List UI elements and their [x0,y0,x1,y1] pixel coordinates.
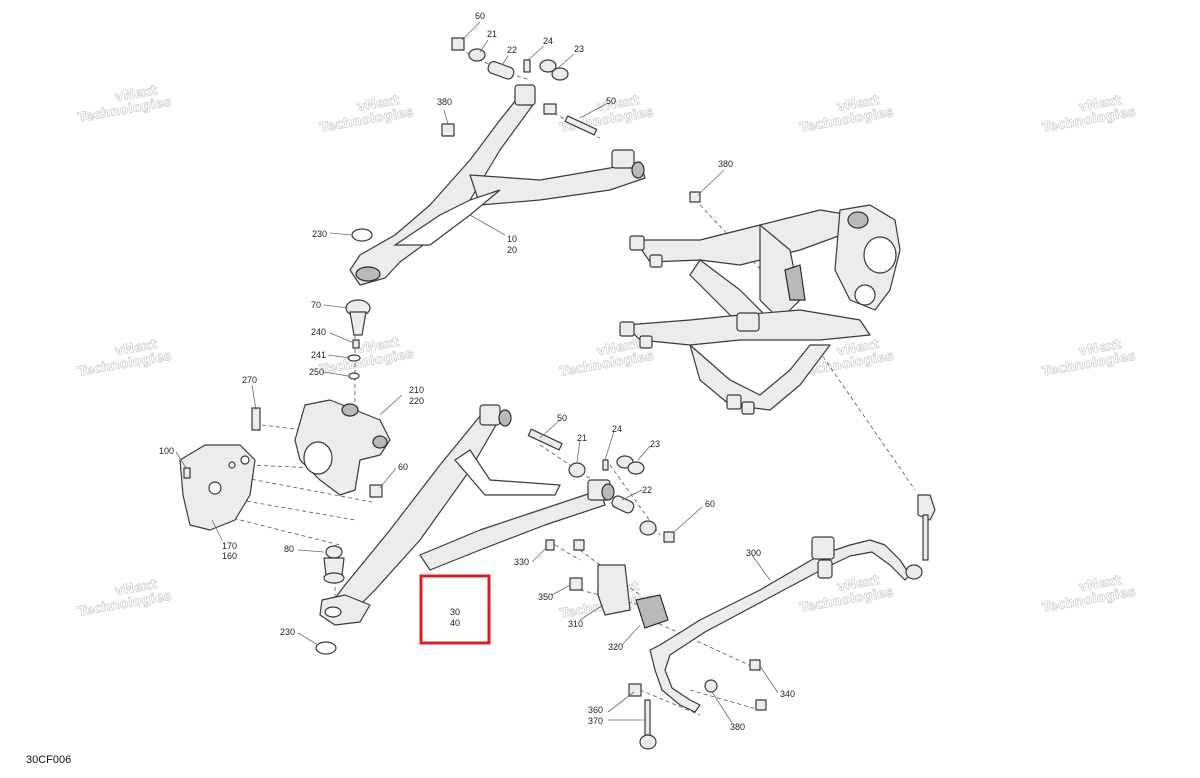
callout-30: 30 [450,607,460,617]
callout-160[interactable]: 160 [222,551,237,561]
callout-22[interactable]: 22 [507,45,517,55]
sleeve-22-mid[interactable] [610,494,635,514]
nut-60[interactable] [451,37,465,51]
bolt-330[interactable] [545,539,555,551]
bushing-60-low[interactable] [639,520,657,536]
watermark: vNext Technologies [318,93,415,137]
callout-40: 40 [450,618,460,628]
sleeve-22[interactable] [487,60,516,80]
callout-220[interactable]: 220 [409,396,424,406]
grease-fitting-24[interactable] [523,59,531,73]
bushing-320[interactable] [635,594,669,629]
washer-23b[interactable] [551,67,569,81]
callout-350[interactable]: 350 [538,592,553,602]
callout-22[interactable]: 22 [642,485,652,495]
bushing-mid[interactable] [543,103,557,115]
nut-60-low[interactable] [663,531,675,543]
nut-380-bot[interactable] [704,679,718,693]
upper-hardware [351,37,598,242]
callout-360[interactable]: 360 [588,705,603,715]
watermark: vNext Technologies [798,573,895,617]
bolt-360[interactable] [628,683,642,697]
callout-230[interactable]: 230 [280,627,295,637]
bushing-21-mid[interactable] [568,462,586,478]
callout-380[interactable]: 380 [718,159,733,169]
callout-100[interactable]: 100 [159,446,174,456]
highlighted-callout-box[interactable]: 30 40 [419,574,491,645]
nut-380-right[interactable] [689,191,701,203]
stabilizer-bar[interactable] [649,494,936,713]
callout-60[interactable]: 60 [398,462,408,472]
callout-300[interactable]: 300 [746,548,761,558]
leader-lines [175,21,779,724]
callout-270[interactable]: 270 [242,375,257,385]
link-370[interactable] [644,699,651,736]
callout-330[interactable]: 330 [514,557,529,567]
nut-380[interactable] [441,123,455,137]
screw-100[interactable] [183,467,191,479]
callout-380[interactable]: 380 [730,722,745,732]
brake-shield[interactable] [179,444,256,531]
bolt-340b[interactable] [755,699,767,711]
circlip-230-top[interactable] [351,228,373,242]
watermark: vNext Technologies [1040,93,1137,137]
callout-80[interactable]: 80 [284,544,294,554]
callout-21[interactable]: 21 [487,29,497,39]
callout-240[interactable]: 240 [311,327,326,337]
nut-60-mid[interactable] [369,484,383,498]
callout-24[interactable]: 24 [612,424,622,434]
callout-24[interactable]: 24 [543,36,553,46]
upper-a-arm[interactable] [349,84,646,286]
callout-23[interactable]: 23 [574,44,584,54]
callout-210[interactable]: 210 [409,385,424,395]
bracket-310[interactable] [597,564,631,616]
callout-60[interactable]: 60 [705,499,715,509]
callout-310[interactable]: 310 [568,619,583,629]
diagram-code: 30CF006 [26,754,71,766]
callout-60[interactable]: 60 [475,11,485,21]
callout-170[interactable]: 170 [222,541,237,551]
callout-20[interactable]: 20 [507,245,517,255]
callout-23[interactable]: 23 [650,439,660,449]
bolt-50-mid[interactable] [527,428,563,451]
rear-frame-assembly[interactable] [619,191,901,415]
bushing-21[interactable] [468,48,486,62]
stabilizer-mount [545,539,767,750]
bushing-clamp-right[interactable] [811,536,835,560]
lower-ball-joint[interactable] [323,545,345,584]
watermark: vNext Technologies [798,93,895,137]
grease-fitting-24-mid[interactable] [602,459,609,471]
watermark: vNext Technologies [1040,337,1137,381]
washer-23a[interactable] [539,59,557,73]
callout-70[interactable]: 70 [311,300,321,310]
upper-ball-joint[interactable] [345,299,371,380]
callout-21[interactable]: 21 [577,433,587,443]
bolt-50[interactable] [564,115,598,136]
lower-hardware [527,428,675,543]
callout-241[interactable]: 241 [311,350,326,360]
callout-230[interactable]: 230 [312,229,327,239]
watermark: vNext Technologies [76,337,173,381]
bolt-340[interactable] [749,659,761,671]
circlip-230-bot[interactable] [315,641,337,655]
lower-a-arm[interactable] [315,404,615,655]
nut-350[interactable] [569,577,583,591]
callout-370[interactable]: 370 [588,716,603,726]
steering-knuckle[interactable] [251,399,391,498]
callout-340[interactable]: 340 [780,689,795,699]
callout-320[interactable]: 320 [608,642,623,652]
callout-50[interactable]: 50 [557,413,567,423]
callout-250[interactable]: 250 [309,367,324,377]
watermark: vNext Technologies [1040,573,1137,617]
watermark: vNext Technologies [76,83,173,127]
watermark: vNext Technologies [76,577,173,621]
callout-50[interactable]: 50 [606,96,616,106]
washer-23d[interactable] [627,461,645,475]
bolt-270[interactable] [251,407,261,431]
link-top[interactable] [917,494,936,521]
callout-labels: 60 21 22 24 23 380 50 380 230 10 20 70 2… [159,11,795,732]
callout-380[interactable]: 380 [437,97,452,107]
callout-10[interactable]: 10 [507,234,517,244]
